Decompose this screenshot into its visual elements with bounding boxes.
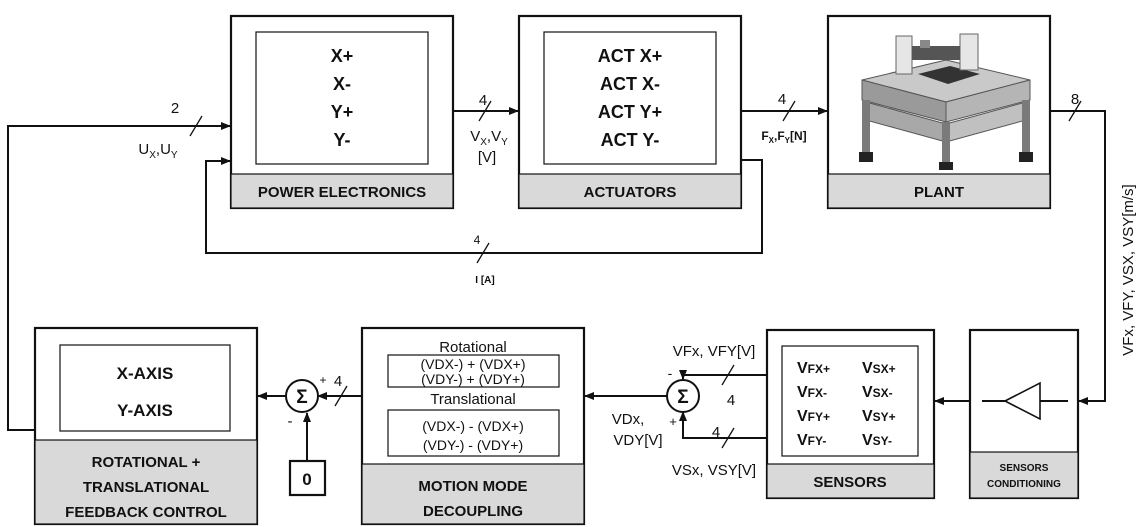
vd-label-1: VDx, <box>612 411 645 428</box>
conditioning-footer-2: CONDITIONING <box>987 479 1061 490</box>
feedback-control-block: X-AXIS Y-AXIS ROTATIONAL + TRANSLATIONAL… <box>33 326 259 526</box>
sensor-row-1: VFX+ VSX+ <box>797 360 896 377</box>
svg-text:Σ: Σ <box>296 387 307 408</box>
power-line-4: Y- <box>333 130 350 150</box>
plant-out-count: 8 <box>1071 91 1079 108</box>
svg-text:VFX-: VFX- <box>797 384 827 401</box>
actuators-line-3: ACT Y+ <box>598 102 662 122</box>
vs-signal-line <box>679 411 767 439</box>
vs-label: VSx, VSY[V] <box>672 462 756 479</box>
f-label: FX,FY[N] <box>761 129 806 145</box>
plant-footer: PLANT <box>914 184 964 201</box>
sensors-footer: SENSORS <box>813 474 886 491</box>
feedback-footer-3: FEEDBACK CONTROL <box>65 504 227 521</box>
sensor-row-2: VFX- VSX- <box>797 384 893 401</box>
plant-output-line <box>1050 110 1106 405</box>
actuators-line-4: ACT Y- <box>601 130 660 150</box>
err-count: 4 <box>334 373 342 390</box>
current-feedback-line <box>205 157 763 254</box>
decoupling-footer-2: DECOUPLING <box>423 503 523 520</box>
power-line-2: X- <box>333 74 351 94</box>
reference-zero-block: 0 <box>288 459 327 497</box>
rotational-line-1: (VDX-) + (VDX+) <box>420 356 525 372</box>
actuators-line-1: ACT X+ <box>598 46 663 66</box>
svg-text:Σ: Σ <box>677 387 688 408</box>
left-sum-junction: Σ + - <box>285 373 327 430</box>
left-sum-minus: - <box>288 413 293 430</box>
feedback-footer-1: ROTATIONAL + <box>92 454 201 471</box>
actuators-line-2: ACT X- <box>600 74 660 94</box>
right-sum-plus: + <box>669 414 677 429</box>
svg-text:VSX-: VSX- <box>862 384 893 401</box>
feedback-footer-2: TRANSLATIONAL <box>83 479 209 496</box>
sensor-row-3: VFY+ VSY+ <box>797 408 896 425</box>
v-unit: [V] <box>478 149 496 166</box>
rotational-line-2: (VDY-) + (VDY+) <box>421 371 525 387</box>
sensor-row-4: VFY- VSY- <box>797 432 892 449</box>
reference-value: 0 <box>302 470 311 489</box>
svg-text:VSY-: VSY- <box>862 432 892 449</box>
f-count: 4 <box>778 91 786 108</box>
power-line-1: X+ <box>331 46 354 66</box>
feedback-line-2: Y-AXIS <box>117 401 173 420</box>
vs-count: 4 <box>712 424 720 441</box>
actuators-block: ACT X+ ACT X- ACT Y+ ACT Y- ACTUATORS <box>517 14 743 210</box>
vf-count: 4 <box>727 392 735 409</box>
vd-label-2: VDY[V] <box>613 432 662 449</box>
sensors-block: VFX+ VSX+ VFX- VSX- VFY+ VSY+ VFY- VSY- … <box>765 328 936 500</box>
translational-title: Translational <box>430 391 515 408</box>
plant-block: PLANT <box>826 14 1052 210</box>
v-label: VX,VY <box>470 128 508 148</box>
translational-line-1: (VDX-) - (VDX+) <box>422 418 524 434</box>
right-sum-junction: Σ - + <box>666 365 700 429</box>
i-label: I [A] <box>475 275 494 286</box>
power-footer: POWER ELECTRONICS <box>258 184 426 201</box>
feedback-line-1: X-AXIS <box>117 364 174 383</box>
actuators-footer: ACTUATORS <box>584 184 677 201</box>
vf-signal-line <box>679 370 767 380</box>
decoupling-footer-1: MOTION MODE <box>418 478 527 495</box>
svg-text:VSY+: VSY+ <box>862 408 896 425</box>
translational-line-2: (VDY-) - (VDY+) <box>423 437 523 453</box>
power-line-3: Y+ <box>331 102 354 122</box>
vf-label: VFx, VFY[V] <box>673 343 756 360</box>
i-count: 4 <box>474 233 481 247</box>
v-count: 4 <box>479 92 487 109</box>
power-electronics-block: X+ X- Y+ Y- POWER ELECTRONICS <box>229 14 455 210</box>
svg-text:VFY+: VFY+ <box>797 408 830 425</box>
rotational-title: Rotational <box>439 339 507 356</box>
svg-text:VFY-: VFY- <box>797 432 826 449</box>
plant-out-label: VFx, VFY, VSX, VSY[m/s] <box>1120 184 1137 355</box>
u-label: UX,UY <box>138 141 178 161</box>
svg-text:VSX+: VSX+ <box>862 360 896 377</box>
u-signal-line <box>7 122 231 431</box>
conditioning-footer-1: SENSORS <box>1000 463 1049 474</box>
plant-machine-image <box>859 33 1033 170</box>
right-sum-minus: - <box>668 365 673 381</box>
sensors-conditioning-block: SENSORS CONDITIONING <box>968 328 1080 500</box>
motion-decoupling-block: Rotational (VDX-) + (VDX+) (VDY-) + (VDY… <box>360 326 586 526</box>
left-sum-plus: + <box>319 373 326 387</box>
svg-text:VFX+: VFX+ <box>797 360 830 377</box>
u-count: 2 <box>171 100 179 117</box>
